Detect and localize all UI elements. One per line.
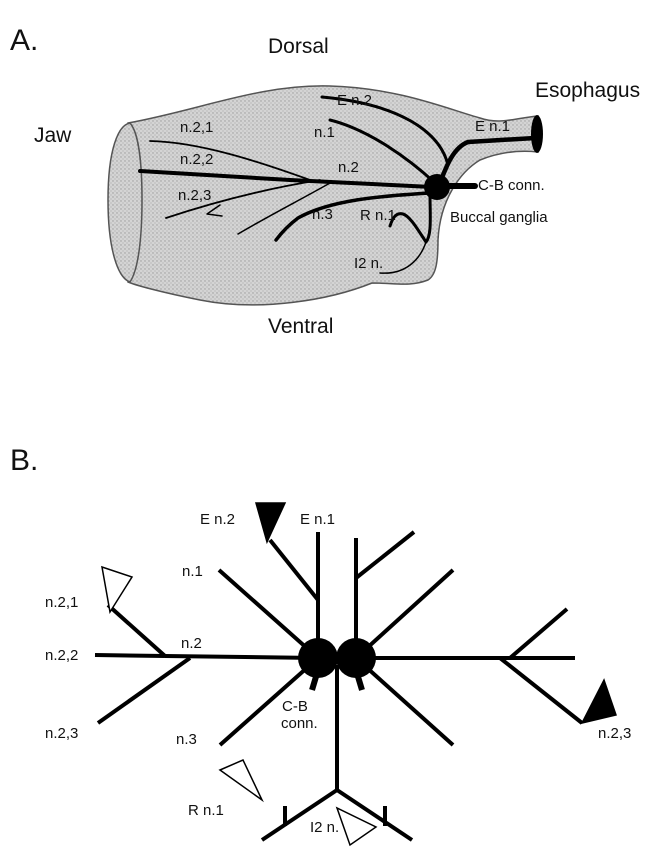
label-a-en1: E n.1 <box>475 118 510 135</box>
label-jaw: Jaw <box>34 124 72 147</box>
label-a-en2: E n.2 <box>337 92 372 109</box>
panel-b: B. <box>10 444 631 845</box>
label-b-n3: n.3 <box>176 731 197 748</box>
buccal-ganglion-right <box>336 638 376 678</box>
label-b-n23-left: n.2,3 <box>45 725 78 742</box>
panel-a: A. Dorsal Esophagus Jaw Ventral <box>10 24 640 338</box>
panel-a-label: A. <box>10 24 38 57</box>
jaw-rim <box>108 123 142 282</box>
label-a-buccal: Buccal ganglia <box>450 209 548 226</box>
label-dorsal: Dorsal <box>268 35 329 58</box>
label-a-i2n: I2 n. <box>354 255 383 272</box>
arrowhead-n21-open <box>102 567 132 612</box>
label-a-n2: n.2 <box>338 159 359 176</box>
label-a-n22: n.2,2 <box>180 151 213 168</box>
label-b-en2: E n.2 <box>200 511 235 528</box>
arrowhead-rn1-open <box>220 760 262 800</box>
label-a-cb: C-B conn. <box>478 177 545 194</box>
label-a-n1: n.1 <box>314 124 335 141</box>
buccal-ganglion-left <box>298 638 338 678</box>
label-ventral: Ventral <box>268 315 333 338</box>
nerve-b-right-n23 <box>500 658 582 723</box>
arrowhead-n23-filled <box>582 680 616 723</box>
buccal-ganglion-a <box>424 174 450 200</box>
label-a-n3: n.3 <box>312 206 333 223</box>
label-b-rn1: R n.1 <box>188 802 224 819</box>
label-b-n1: n.1 <box>182 563 203 580</box>
label-b-n23-right: n.2,3 <box>598 725 631 742</box>
nerve-b-right-upper-fork <box>510 609 567 658</box>
label-b-i2n: I2 n. <box>310 819 339 836</box>
label-a-n21: n.2,1 <box>180 119 213 136</box>
label-a-n23: n.2,3 <box>178 187 211 204</box>
label-b-cb-line1: C-B <box>282 698 308 715</box>
nerve-b-n21 <box>108 605 165 656</box>
label-b-n22: n.2,2 <box>45 647 78 664</box>
label-b-cb-line2: conn. <box>281 715 318 732</box>
nerve-b-right-vertical-branch <box>356 532 414 578</box>
nerve-b-n22 <box>95 655 165 656</box>
nerve-b-e-n2 <box>270 540 318 600</box>
nerve-b-n23-left <box>98 658 190 723</box>
label-a-rn1: R n.1 <box>360 207 396 224</box>
label-b-n2: n.2 <box>181 635 202 652</box>
panel-b-label: B. <box>10 444 38 477</box>
esophagus-opening <box>531 115 543 153</box>
label-b-en1: E n.1 <box>300 511 335 528</box>
arrowhead-e-n2-filled <box>256 503 285 542</box>
label-esophagus: Esophagus <box>535 79 640 102</box>
panel-b-right-nerves <box>262 532 582 840</box>
label-b-n21: n.2,1 <box>45 594 78 611</box>
